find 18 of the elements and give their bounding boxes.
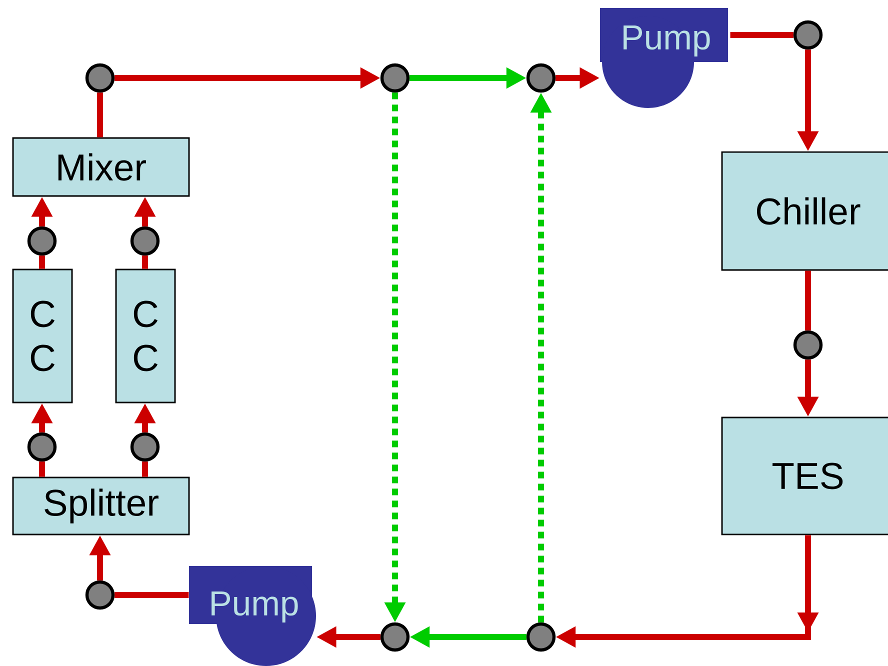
junction-circle <box>380 622 410 652</box>
junction-circle <box>27 432 57 462</box>
junction-circle <box>793 330 823 360</box>
process-box: C C <box>12 268 73 404</box>
junction-circle <box>380 63 410 93</box>
junction-circle <box>130 432 160 462</box>
process-box: C C <box>115 268 176 404</box>
junction-circle <box>130 226 160 256</box>
process-box: TES <box>721 416 888 536</box>
junction-circle <box>27 226 57 256</box>
junction-circle <box>793 20 823 50</box>
process-box: Chiller <box>721 151 888 271</box>
junction-circle <box>526 63 556 93</box>
process-box: Mixer <box>12 137 190 197</box>
junction-circle <box>526 622 556 652</box>
process-box: Splitter <box>12 476 190 536</box>
junction-circle <box>85 63 115 93</box>
junction-circle <box>85 580 115 610</box>
